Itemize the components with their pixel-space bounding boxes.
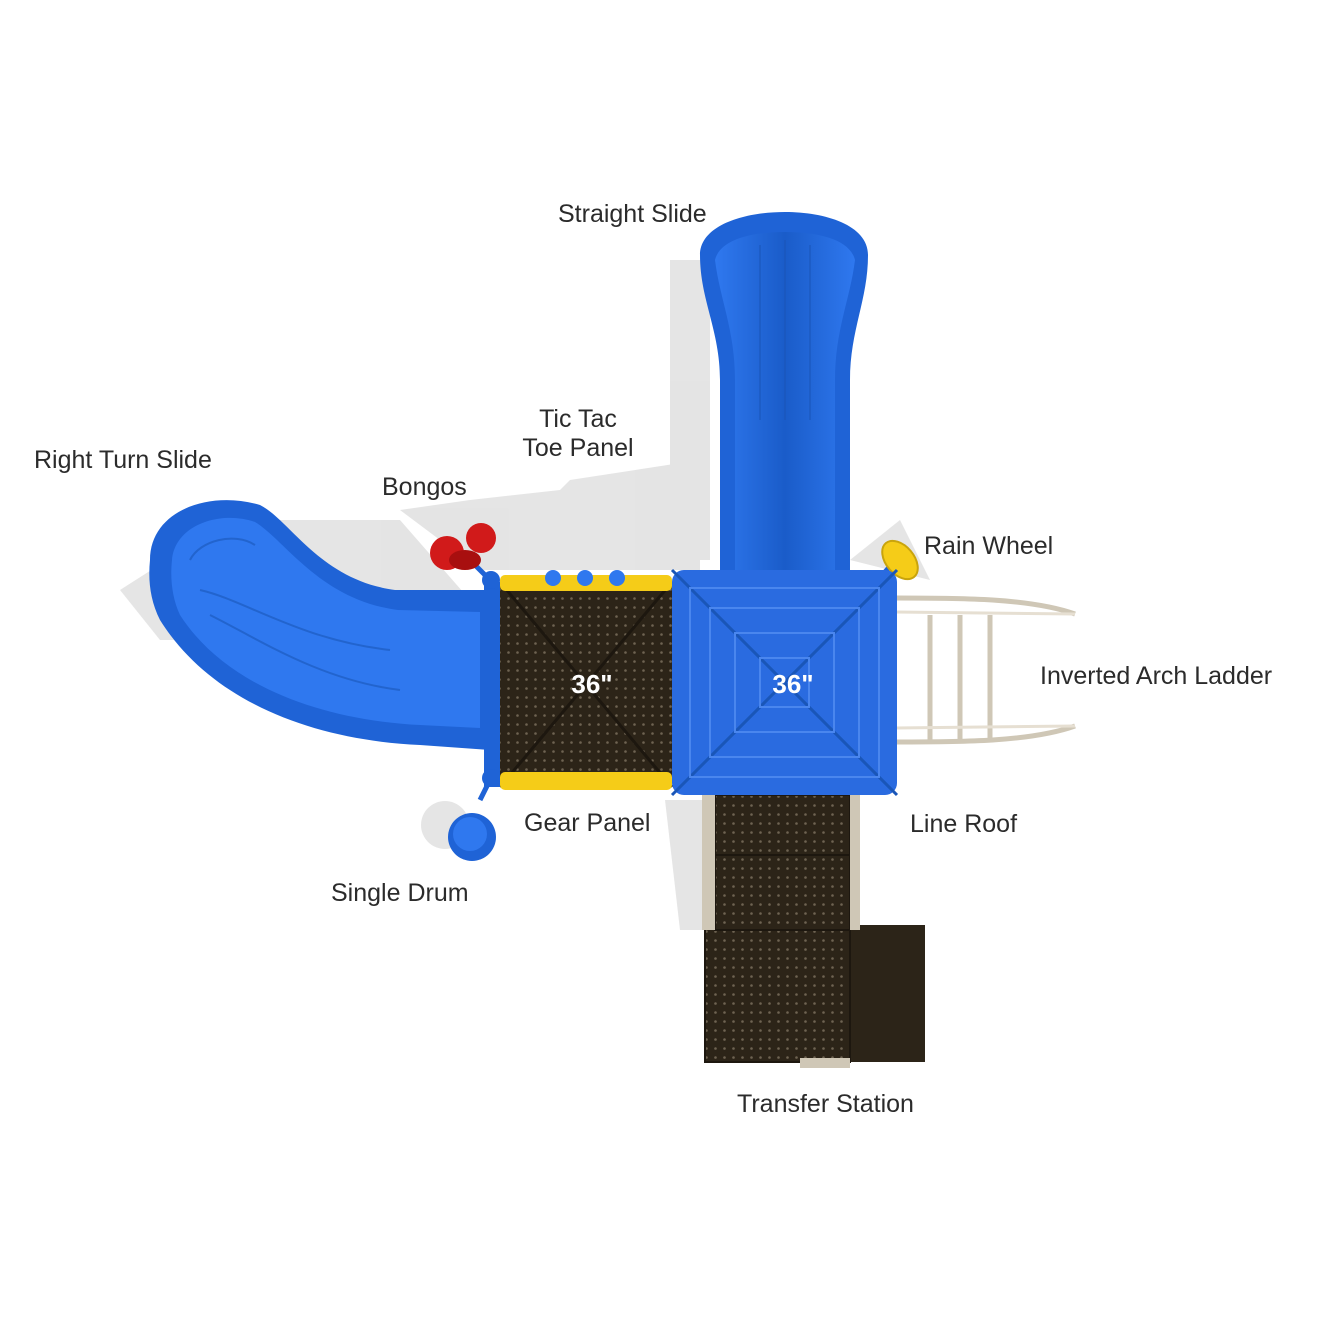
inverted-arch-ladder-label: Inverted Arch Ladder xyxy=(1040,662,1273,690)
rain-wheel xyxy=(881,539,919,581)
bongos xyxy=(430,523,496,582)
line-roof-label: Line Roof xyxy=(910,810,1018,838)
gear-panel-label: Gear Panel xyxy=(524,809,651,837)
line-roof xyxy=(670,568,899,797)
transfer-station xyxy=(704,924,925,1068)
single-drum xyxy=(448,778,496,861)
deck-steps xyxy=(702,794,860,931)
bongos-label: Bongos xyxy=(382,473,467,501)
right-turn-slide-label: Right Turn Slide xyxy=(34,446,212,474)
right-turn-slide xyxy=(149,500,491,750)
gear-panel-rail xyxy=(500,772,672,790)
tic-tac-toe-panel-label: Tic Tac Toe Panel xyxy=(508,405,648,463)
inverted-arch-ladder xyxy=(894,595,1076,745)
single-drum-label: Single Drum xyxy=(331,879,469,907)
transfer-station-label: Transfer Station xyxy=(737,1090,914,1118)
right-deck-height: 36" xyxy=(772,669,813,699)
left-deck xyxy=(482,570,674,790)
tic-tac-line2: Toe Panel xyxy=(522,433,634,462)
straight-slide-label: Straight Slide xyxy=(558,200,707,228)
tic-tac-line1: Tic Tac xyxy=(539,405,617,433)
straight-slide xyxy=(700,212,868,575)
rain-wheel-label: Rain Wheel xyxy=(924,532,1054,560)
left-deck-height: 36" xyxy=(571,669,612,699)
